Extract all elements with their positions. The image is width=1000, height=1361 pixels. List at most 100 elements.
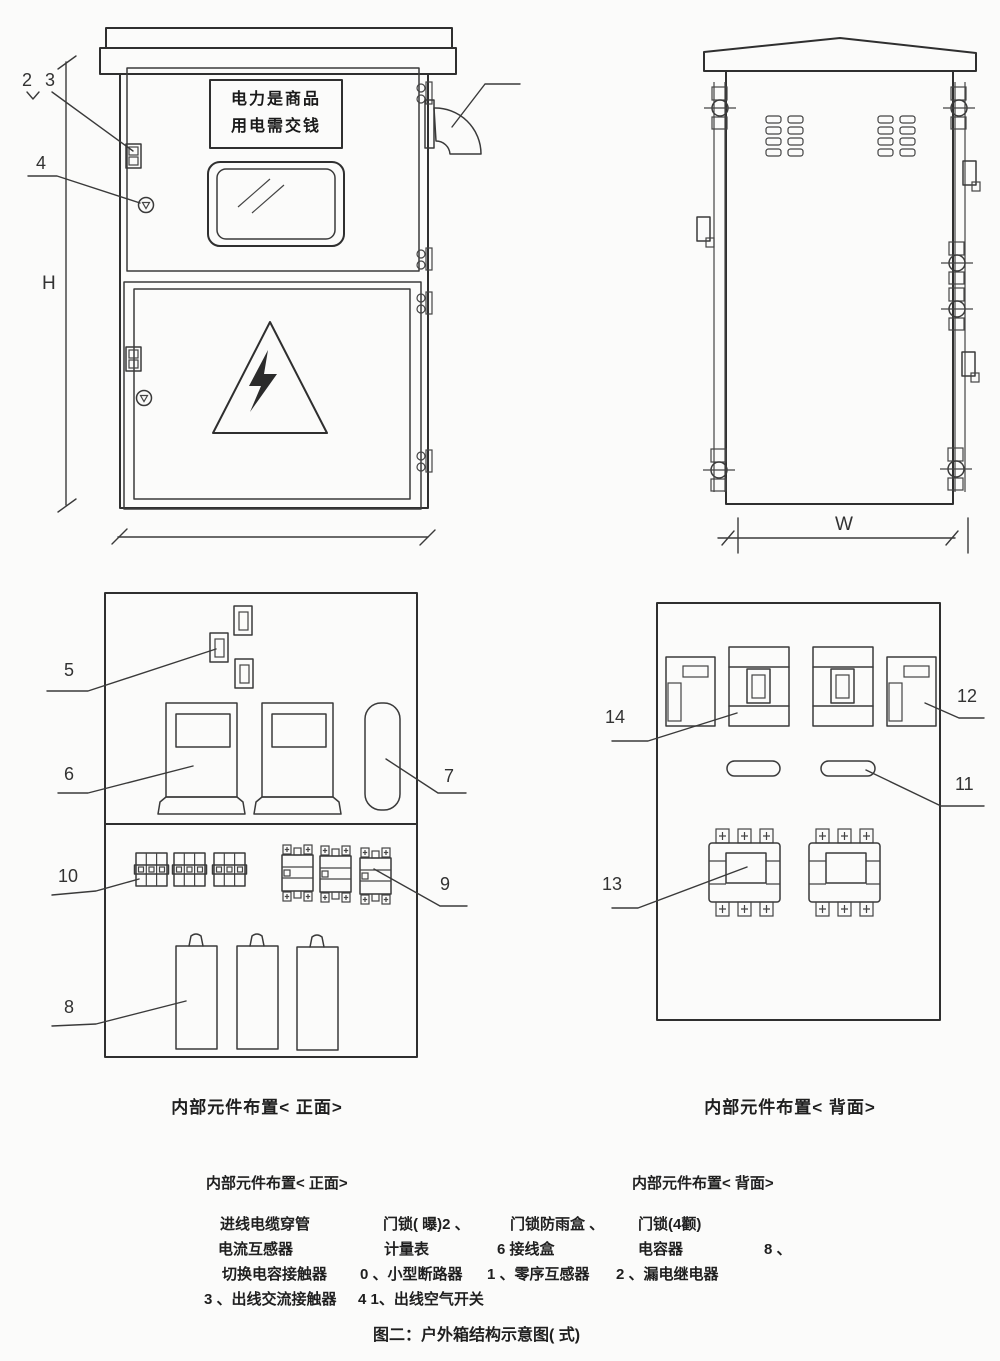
legend-item: 2 、漏电继电器 <box>616 1266 719 1283</box>
capacitor <box>296 934 339 1051</box>
leader-line-14 <box>611 712 738 742</box>
capacitor <box>175 933 218 1050</box>
legend-item: 8 、 <box>764 1241 792 1258</box>
cable-slot <box>726 760 781 777</box>
callout-4: 4 <box>36 153 47 173</box>
leakage-relay <box>665 656 716 727</box>
warning-triangle-icon <box>212 321 328 434</box>
sign-line-2: 用电需交钱 <box>230 118 321 135</box>
callout-8: 8 <box>64 997 75 1017</box>
back-layout-caption: 内部元件布置< 背面> <box>704 1098 876 1117</box>
dimension-h-label: H <box>42 273 56 294</box>
callout-14: 14 <box>605 707 626 727</box>
sign-board <box>209 79 343 149</box>
ac-contactor <box>809 829 880 916</box>
mini-circuit-breaker <box>171 852 208 887</box>
sign-line-1: 电力是商品 <box>230 91 321 108</box>
legend-item: 进线电缆穿管 <box>220 1216 311 1233</box>
terminal-block <box>233 605 253 636</box>
legend-back-header: 内部元件布置< 背面> <box>632 1175 774 1192</box>
energy-meter <box>157 702 246 815</box>
back-internal-layout <box>611 602 985 1021</box>
mini-circuit-breaker <box>133 852 170 887</box>
peaked-roof <box>703 37 977 72</box>
hinge-pin-icon <box>940 287 974 331</box>
front-layout-caption: 内部元件布置< 正面> <box>171 1098 343 1117</box>
right-hinge-rail <box>954 82 966 492</box>
callout-5: 5 <box>64 660 75 680</box>
leader-line-7 <box>385 758 467 794</box>
molded-case-breaker <box>812 646 874 727</box>
hinge-pin-icon <box>940 241 974 285</box>
energy-meter <box>253 702 342 815</box>
lower-door <box>123 281 422 510</box>
cable-slot <box>820 760 876 777</box>
callout-2: 2 <box>22 70 33 90</box>
legend-item: 切换电容接触器 <box>222 1266 328 1283</box>
junction-box <box>364 702 401 811</box>
back-body-outline <box>725 70 954 505</box>
latch-icon <box>696 216 715 248</box>
door-lock-icon <box>137 196 155 214</box>
callout-13: 13 <box>602 874 623 894</box>
left-hinge-rail <box>713 82 726 492</box>
ac-contactor <box>709 829 780 916</box>
leader-line-2-3 <box>26 91 134 152</box>
dimension-h <box>57 55 77 513</box>
front-internal-layout <box>46 592 468 1058</box>
hinge-pin-icon <box>939 447 973 491</box>
front-view <box>26 27 521 546</box>
legend-item: 4 1、出线空气开关 <box>358 1291 484 1308</box>
legend-item: 计量表 <box>384 1241 430 1258</box>
callout-7: 7 <box>444 766 455 786</box>
legend-item: 6 接线盒 <box>497 1241 555 1258</box>
back-view <box>696 37 981 554</box>
legend-front-header: 内部元件布置< 正面> <box>206 1175 348 1192</box>
leader-line-conduit <box>451 83 521 128</box>
vent-louvers <box>765 115 916 157</box>
back-layout-panel <box>656 602 941 1021</box>
molded-case-breaker <box>728 646 790 727</box>
lightning-bolt-icon <box>249 350 277 412</box>
terminal-block <box>209 632 229 663</box>
legend-item: 0 、小型断路器 <box>360 1266 463 1283</box>
callout-6: 6 <box>64 764 75 784</box>
upper-door <box>126 67 420 272</box>
leakage-relay <box>886 656 937 727</box>
legend-item: 门锁防雨盒 、 <box>510 1216 605 1233</box>
dimension-w <box>717 517 969 554</box>
legend-item: 电流互感器 <box>218 1241 294 1258</box>
terminal-block <box>234 658 254 689</box>
legend-item: 1 、零序互感器 <box>487 1266 590 1283</box>
legend-item: 电容器 <box>638 1241 684 1258</box>
figure-caption: 图二：户外箱结构示意图( 式) <box>373 1327 581 1344</box>
leader-line-13 <box>611 866 748 909</box>
sign-board-text: 电力是商品 用电需交钱 <box>210 86 342 140</box>
leader-line-12 <box>924 702 985 719</box>
legend-item: 门锁(4颧) <box>638 1216 702 1233</box>
cable-conduit <box>424 99 482 155</box>
legend-item: 门锁( 曝)2 、 <box>383 1216 470 1233</box>
glass-glare-icon <box>237 178 285 214</box>
callout-3: 3 <box>45 70 56 90</box>
dimension-w-label: W <box>835 514 853 535</box>
dimension-front-width <box>111 528 436 546</box>
contactor <box>282 845 313 901</box>
callout-9: 9 <box>440 874 451 894</box>
leader-line-10 <box>51 878 140 896</box>
leader-line-6 <box>57 765 194 794</box>
leader-line-4 <box>27 175 141 204</box>
cabinet-body-outline <box>119 73 429 509</box>
roof-cap <box>99 27 457 75</box>
hinge-pin-icon <box>702 448 736 492</box>
door-lock-icon <box>135 389 153 407</box>
hinge-knuckle-icon <box>416 449 433 473</box>
callout-10: 10 <box>58 866 79 886</box>
callout-11: 11 <box>955 774 974 794</box>
hinge-pin-icon <box>703 86 737 130</box>
mini-circuit-breaker <box>211 852 248 887</box>
contactor <box>320 846 351 902</box>
legend-item: 3 、出线交流接触器 <box>204 1291 337 1308</box>
